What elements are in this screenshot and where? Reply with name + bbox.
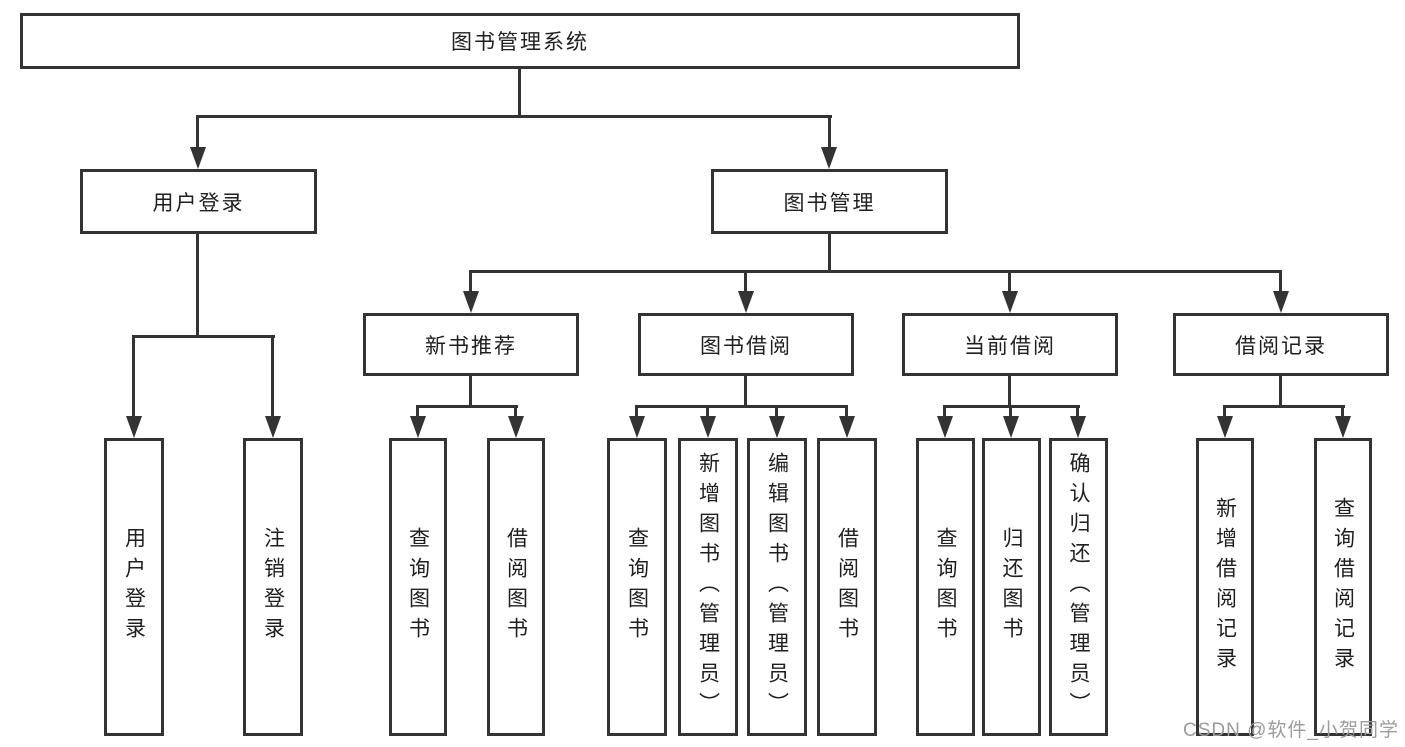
node-label: 新增借阅记录 [1213,497,1237,677]
node-new-book-recommendation: 新书推荐 [363,313,579,376]
connector-line [845,405,848,416]
arrow-down-icon [937,416,953,438]
connector-line [132,335,275,338]
connector-line [196,115,832,118]
connector-line [271,335,274,416]
arrow-down-icon [1003,416,1019,438]
arrow-down-icon [1070,416,1086,438]
connector-line [635,405,638,416]
node-label: 借阅记录 [1235,334,1327,358]
connector-line [1223,405,1345,408]
node-label: 新增图书（管理员） [696,452,720,722]
node-label: 新书推荐 [425,334,517,358]
node-book-management: 图书管理 [711,169,948,234]
leaf-logout: 注销登录 [243,438,303,736]
leaf-query-books-current: 查询图书 [916,438,975,736]
arrow-down-icon [1217,416,1233,438]
connector-line [1279,270,1282,292]
arrow-down-icon [821,147,837,169]
leaf-return-books: 归还图书 [982,438,1041,736]
node-library-system: 图书管理系统 [20,13,1020,69]
leaf-query-books-recommend: 查询图书 [389,438,447,736]
connector-line [1223,405,1226,416]
arrow-down-icon [1273,291,1289,313]
node-label: 图书管理 [783,191,876,215]
node-label: 编辑图书（管理员） [765,452,789,722]
leaf-borrow-books: 借阅图书 [817,438,877,736]
connector-line [1009,405,1012,416]
connector-line [416,405,419,416]
arrow-down-icon [1002,291,1018,313]
connector-line [1076,405,1079,416]
node-user-login: 用户登录 [80,169,317,234]
node-label: 当前借阅 [964,334,1056,358]
connector-line [1008,270,1011,292]
connector-line [416,405,518,408]
leaf-confirm-return-admin: 确认归还（管理员） [1049,438,1108,736]
leaf-borrow-books-recommend: 借阅图书 [487,438,545,736]
connector-line [744,270,747,292]
connector-line [1008,376,1011,407]
arrow-down-icon [508,416,524,438]
arrow-down-icon [738,291,754,313]
node-label: 图书借阅 [700,334,792,358]
connector-line [828,115,831,147]
connector-line [514,405,517,416]
connector-line [518,69,521,117]
node-label: 用户登录 [122,527,146,647]
arrow-down-icon [629,416,645,438]
arrow-down-icon [769,416,785,438]
arrow-down-icon [839,416,855,438]
arrow-down-icon [126,416,142,438]
connector-line [196,234,199,337]
connector-line [469,376,472,407]
arrow-down-icon [410,416,426,438]
node-label: 查询图书 [406,527,430,647]
node-book-borrowing: 图书借阅 [638,313,854,376]
connector-line [828,234,831,272]
connector-line [943,405,946,416]
arrow-down-icon [190,147,206,169]
node-label: 查询图书 [625,527,649,647]
connector-line [744,376,747,407]
leaf-edit-book-admin: 编辑图书（管理员） [747,438,807,736]
arrow-down-icon [1335,416,1351,438]
node-borrowing-records: 借阅记录 [1173,313,1389,376]
node-label: 查询图书 [934,527,957,647]
connector-line [1341,405,1344,416]
connector-line [1279,376,1282,407]
connector-line [635,405,848,408]
leaf-add-borrow-record: 新增借阅记录 [1196,438,1254,736]
arrow-down-icon [463,291,479,313]
arrow-down-icon [265,416,281,438]
connector-line [706,405,709,416]
arrow-down-icon [700,416,716,438]
node-label: 注销登录 [261,527,285,647]
leaf-query-borrow-record: 查询借阅记录 [1314,438,1372,736]
node-label: 确认归还（管理员） [1067,452,1090,722]
csdn-watermark: CSDN @软件_小贺同学 [1183,720,1399,741]
node-label: 借阅图书 [835,527,859,647]
node-label: 借阅图书 [504,527,528,647]
connector-line [775,405,778,416]
connector-line [469,270,1282,273]
connector-line [196,115,199,147]
leaf-add-book-admin: 新增图书（管理员） [678,438,738,736]
connector-line [469,270,472,292]
node-label: 图书管理系统 [451,31,589,54]
leaf-query-books-borrow: 查询图书 [607,438,667,736]
leaf-user-login: 用户登录 [104,438,164,736]
connector-line [132,335,135,416]
node-label: 用户登录 [152,191,245,215]
node-label: 查询借阅记录 [1331,497,1355,677]
node-label: 归还图书 [1000,527,1023,647]
node-current-borrowing: 当前借阅 [902,313,1118,376]
